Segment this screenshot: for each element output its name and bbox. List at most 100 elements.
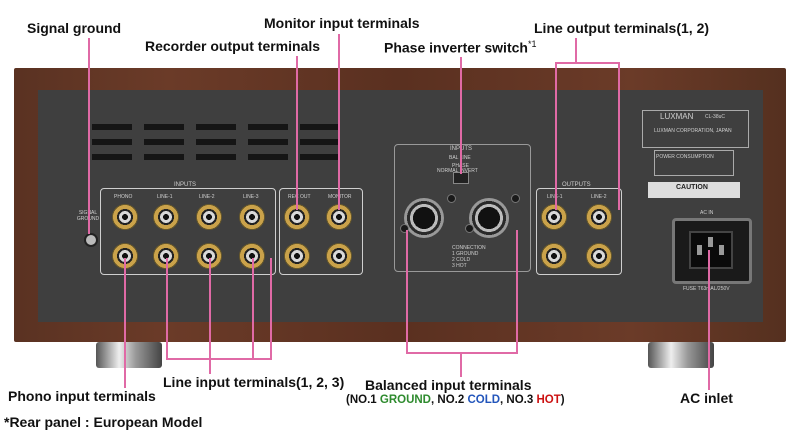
- screw: [511, 194, 520, 203]
- conn2-tag: 2 COLD: [452, 257, 471, 263]
- leader-balanced: [516, 230, 518, 354]
- conn3-tag: 3 HOT: [452, 263, 467, 269]
- output-line1-l-jack[interactable]: [541, 204, 567, 230]
- vent-slot: [300, 124, 340, 130]
- outputs-group: [536, 188, 622, 275]
- rear-panel-note: *Rear panel : European Model: [4, 414, 203, 430]
- signal-ground-label: Signal ground: [27, 20, 122, 36]
- leader-balanced: [406, 230, 408, 354]
- rec-monitor-group: [279, 188, 363, 275]
- out-line1-tag: LINE-1: [547, 194, 563, 200]
- maker-text: LUXMAN CORPORATION, JAPAN: [654, 128, 732, 134]
- vent-slot: [144, 139, 184, 145]
- leader-line-output: [555, 62, 557, 210]
- vent-slot: [196, 154, 236, 160]
- vent-slot: [300, 154, 340, 160]
- output-line2-r-jack[interactable]: [586, 243, 612, 269]
- vent-slot: [144, 154, 184, 160]
- line-input-label: Line input terminals(1, 2, 3): [163, 374, 345, 390]
- balanced-input-label: Balanced input terminals: [365, 377, 532, 393]
- leader-monitor: [338, 34, 340, 210]
- phase-inverter-footnote-mark: *1: [527, 39, 537, 49]
- recorder-output-label: Recorder output terminals: [145, 38, 321, 54]
- xlr-l-jack[interactable]: [404, 198, 444, 238]
- signal-ground-terminal[interactable]: [84, 233, 98, 247]
- bal-line-tag: BAL LINE: [449, 155, 471, 161]
- output-line1-r-jack[interactable]: [541, 243, 567, 269]
- vent-slot: [144, 124, 184, 130]
- line2-tag: LINE-2: [199, 194, 215, 200]
- outputs-title: OUTPUTS: [562, 182, 591, 188]
- legend-sep2: , NO.3: [500, 394, 537, 406]
- caution-plate: [648, 182, 740, 198]
- ac-pin: [719, 245, 724, 255]
- phase-inverter-label: Phase inverter switch*1: [384, 39, 536, 56]
- foot-right: [648, 342, 714, 368]
- balanced-group: [394, 144, 531, 272]
- leader-recorder: [296, 56, 298, 210]
- vent-slot: [92, 154, 132, 160]
- rec-out-r-jack[interactable]: [284, 243, 310, 269]
- power-text: POWER CONSUMPTION: [656, 154, 714, 160]
- connection-tag: CONNECTION: [452, 245, 486, 251]
- screw: [465, 224, 474, 233]
- legend-cold: COLD: [467, 394, 501, 406]
- monitor-r-jack[interactable]: [326, 243, 352, 269]
- line1-tag: LINE-1: [157, 194, 173, 200]
- ac-inlet-inner: [689, 231, 733, 269]
- vent-slot: [248, 139, 288, 145]
- vent-slot: [92, 124, 132, 130]
- leader-line-output: [618, 62, 620, 210]
- leader-line-input: [166, 358, 270, 360]
- phono-l-jack[interactable]: [112, 204, 138, 230]
- vent-slot: [300, 139, 340, 145]
- ac-inlet-label: AC inlet: [680, 390, 733, 406]
- balanced-pin-legend: (NO.1 GROUND, NO.2 COLD, NO.3 HOT): [346, 394, 565, 406]
- leader-line-input: [252, 258, 254, 360]
- phase-inverter-text: Phase inverter switch: [384, 39, 528, 56]
- inputs-title: INPUTS: [174, 182, 197, 188]
- leader-ac-inlet: [708, 250, 710, 390]
- inputs-group: [100, 188, 276, 275]
- vent-slot: [248, 124, 288, 130]
- leader-phase: [460, 57, 462, 174]
- legend-ground: GROUND: [379, 394, 431, 406]
- rec-out-tag: REC OUT: [288, 194, 311, 200]
- ac-pin: [697, 245, 702, 255]
- vent-slot: [196, 124, 236, 130]
- screw: [400, 224, 409, 233]
- line1-l-jack[interactable]: [153, 204, 179, 230]
- conn1-tag: 1 GROUND: [452, 251, 479, 257]
- monitor-input-label: Monitor input terminals: [264, 15, 420, 31]
- leader-balanced: [460, 352, 462, 377]
- ac-in-tag: AC IN: [700, 210, 714, 216]
- leader-line-input: [209, 258, 211, 374]
- leader-phono: [124, 258, 126, 388]
- output-line2-l-jack[interactable]: [586, 204, 612, 230]
- leader-line-output: [555, 62, 619, 64]
- brand-text: LUXMAN: [660, 112, 694, 121]
- rating-plate: [642, 110, 749, 148]
- xlr-r-jack[interactable]: [469, 198, 509, 238]
- line3-tag: LINE-3: [243, 194, 259, 200]
- ac-inlet-socket[interactable]: [672, 218, 752, 284]
- leader-line-input: [166, 258, 168, 360]
- caution-text: CAUTION: [676, 184, 708, 191]
- fuse-text: FUSE T63mAL/250V: [683, 286, 730, 292]
- power-plate: [654, 150, 734, 176]
- leader-line-output: [575, 38, 577, 62]
- line2-l-jack[interactable]: [196, 204, 222, 230]
- vent-slot: [92, 139, 132, 145]
- leader-line-input: [270, 258, 272, 360]
- phono-tag: PHONO: [114, 194, 133, 200]
- legend-close: ): [560, 394, 565, 406]
- screw: [447, 194, 456, 203]
- legend-open: (NO.1: [346, 394, 380, 406]
- legend-sep1: , NO.2: [431, 394, 468, 406]
- vent-slot: [248, 154, 288, 160]
- line-output-label: Line output terminals(1, 2): [534, 20, 710, 36]
- line3-l-jack[interactable]: [239, 204, 265, 230]
- ac-pin: [708, 237, 713, 247]
- phase-modes-tag: NORMAL INVERT: [437, 168, 478, 174]
- leader-signal-ground: [88, 38, 90, 234]
